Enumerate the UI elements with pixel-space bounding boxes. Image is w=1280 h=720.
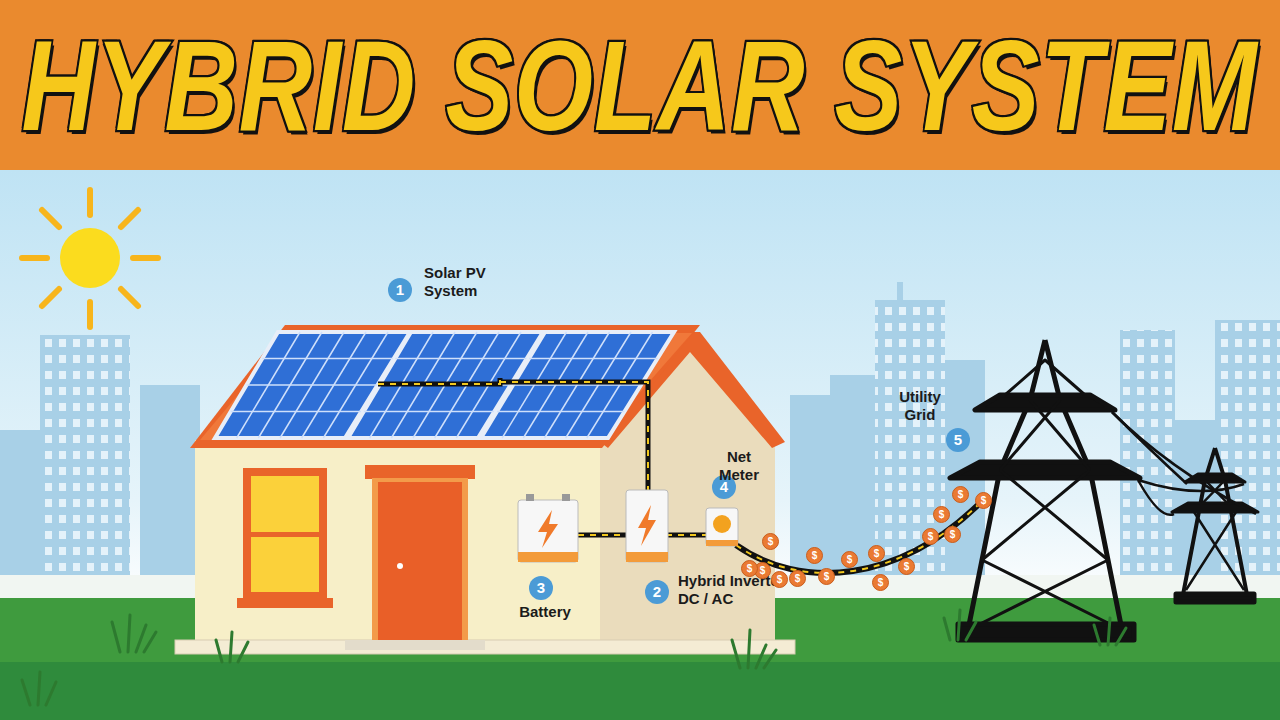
money-coin: $ — [771, 571, 788, 588]
money-coin: $ — [789, 570, 806, 587]
money-coin: $ — [944, 526, 961, 543]
callout-number: 3 — [529, 576, 553, 600]
part-label: Net Meter — [708, 448, 770, 484]
money-coin: $ — [818, 568, 835, 585]
money-coin: $ — [806, 547, 823, 564]
money-coin: $ — [975, 492, 992, 509]
money-coin: $ — [952, 486, 969, 503]
transmission-tower — [950, 340, 1258, 640]
money-coin: $ — [922, 528, 939, 545]
callout-number: 5 — [946, 428, 970, 452]
money-coin: $ — [762, 533, 779, 550]
hybrid-inverter — [626, 490, 668, 562]
money-coin: $ — [898, 558, 915, 575]
money-coin: $ — [841, 551, 858, 568]
part-label: Utility Grid — [888, 388, 952, 424]
net-meter — [706, 508, 738, 546]
money-coin: $ — [741, 560, 758, 577]
battery — [518, 494, 578, 562]
grass-tufts — [22, 610, 1126, 705]
part-label: Battery — [505, 603, 585, 621]
callout-number: 2 — [645, 580, 669, 604]
dc-wires — [378, 378, 985, 573]
callout-number: 1 — [388, 278, 412, 302]
title-area: HYBRID SOLAR SYSTEM — [0, 6, 1280, 166]
money-coin: $ — [933, 506, 950, 523]
power-lines — [1112, 412, 1256, 515]
money-coin: $ — [868, 545, 885, 562]
part-label: Solar PV System — [424, 264, 506, 300]
title: HYBRID SOLAR SYSTEM — [22, 22, 1258, 149]
grass-dark — [0, 662, 1280, 720]
money-coin: $ — [872, 574, 889, 591]
sun — [22, 190, 158, 327]
